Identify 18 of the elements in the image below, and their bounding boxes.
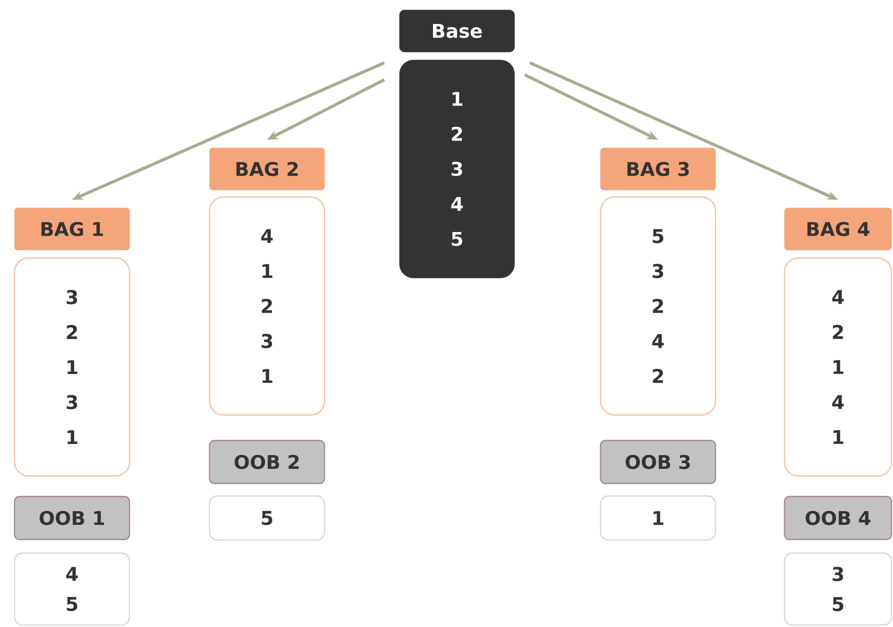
header-box: BAG 4 bbox=[784, 208, 892, 250]
list-box: 1 2 3 4 5 bbox=[399, 60, 515, 278]
header-box: Base bbox=[399, 10, 515, 52]
list-box: 4 1 2 3 1 bbox=[208, 196, 326, 416]
header-box: OOB 2 bbox=[208, 440, 326, 484]
list-box: 4 5 bbox=[14, 552, 130, 626]
list-box: 5 3 2 4 2 bbox=[600, 196, 716, 416]
header-box: BAG 2 bbox=[209, 148, 325, 190]
list-box: 3 5 bbox=[784, 552, 892, 626]
list-box: 1 bbox=[600, 495, 716, 541]
list-box: 4 2 1 4 1 bbox=[784, 257, 892, 477]
list-box: 3 2 1 3 1 bbox=[14, 257, 130, 477]
header-box: BAG 3 bbox=[600, 148, 716, 190]
list-box: 5 bbox=[208, 495, 326, 541]
header-box: BAG 1 bbox=[14, 208, 130, 250]
header-box: OOB 1 bbox=[14, 496, 130, 540]
header-box: OOB 4 bbox=[784, 496, 892, 540]
header-box: OOB 3 bbox=[600, 440, 716, 484]
